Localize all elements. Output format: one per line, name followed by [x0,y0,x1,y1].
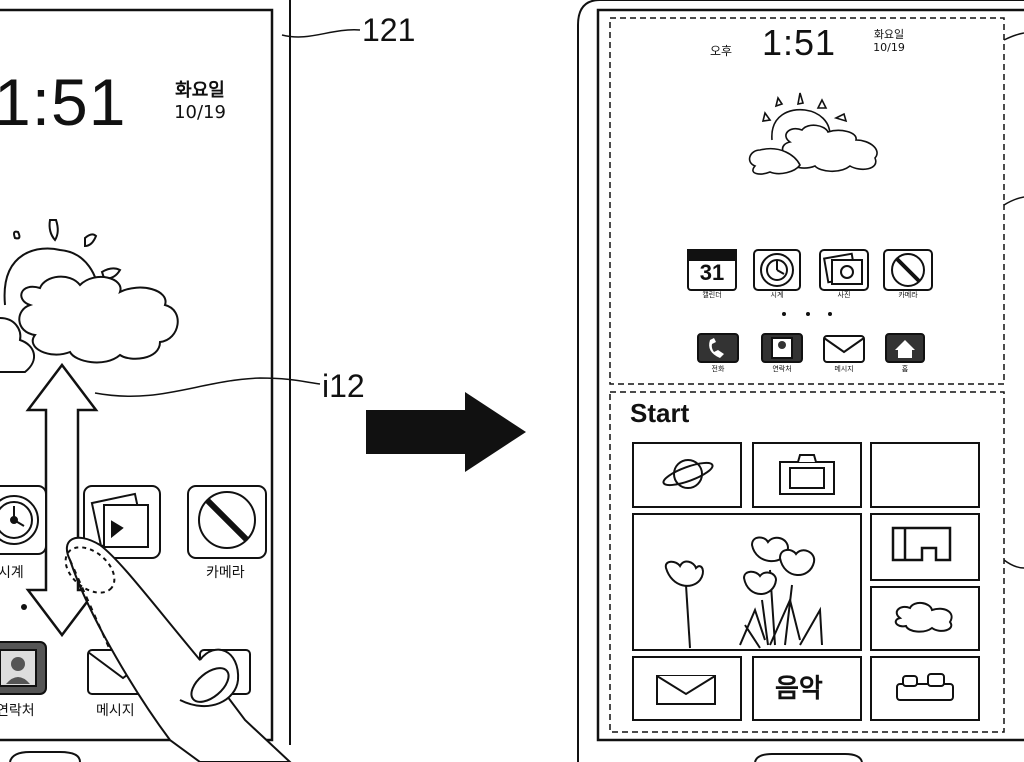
dock-label-contacts: 연락처 [772,365,792,373]
left-app-label-clock: 시계 [0,565,24,581]
game-icon [896,673,954,701]
app-label-calendar: 캘린더 [702,291,722,299]
app-label-clock: 시계 [770,291,784,299]
weather-icon-right [748,92,878,175]
left-time: 1:51 [0,65,127,139]
clock-app-icon-right [753,249,801,291]
cloud-icon [894,602,953,633]
finger-pointer [64,536,292,762]
tile-game [870,656,980,721]
contacts-dock-icon-right [761,333,803,363]
right-weekday: 화요일 [873,28,905,41]
dock-label-home: 홈 [901,365,909,373]
camera-app-icon-right [883,249,933,291]
calendar-day: 31 [699,260,725,285]
reference-label-i12: i12 [322,368,365,404]
tile-music [752,656,862,721]
top-region [609,17,1005,385]
photo-app-icon [83,485,161,559]
tv-icon [779,454,835,495]
right-time: 1:51 [762,22,837,63]
right-date-block: 화요일 10/19 [868,28,910,54]
reference-label-121: 121 [362,12,416,48]
left-weekday: 화요일 [175,80,225,101]
left-date: 10/19 [174,102,226,123]
left-date-block: 화요일 10/19 [160,80,240,124]
leader-i12 [94,377,321,397]
page-dot [21,604,27,610]
home-dock-icon [885,333,925,363]
weather-icon-left [0,219,179,373]
message-dock-icon-right [823,335,865,363]
dock-label-phone: 전화 [711,365,725,373]
page-dots [782,312,832,316]
swipe-arrow [25,362,99,638]
clock-app-icon [0,485,47,555]
calendar-app-icon [687,249,737,291]
tile-blank [870,442,980,508]
start-tiles [632,442,980,721]
left-dock-label-message: 메시지 [96,703,135,719]
app-label-photo: 사진 [837,291,851,299]
sd-card-icon [891,526,952,562]
flower-photo [664,536,823,649]
transition-arrow [366,392,526,472]
photo-app-icon-right [819,249,869,291]
right-date: 10/19 [873,41,905,54]
start-title: Start [630,398,690,428]
planet-icon [662,459,714,489]
camera-app-icon [187,485,267,559]
mail-icon [656,675,716,705]
leader-121 [281,29,361,38]
music-icon: 음악 [775,674,823,704]
right-ampm: 오후 [710,44,733,58]
start-region [609,391,1005,733]
app-label-camera: 카메라 [898,291,918,299]
contacts-dock-icon [0,641,47,695]
dock-label-message: 메시지 [834,365,854,373]
phone-dock-icon [697,333,739,363]
left-app-label-camera: 카메라 [206,565,245,581]
left-dock-label-contacts: 연락처 [0,703,35,719]
